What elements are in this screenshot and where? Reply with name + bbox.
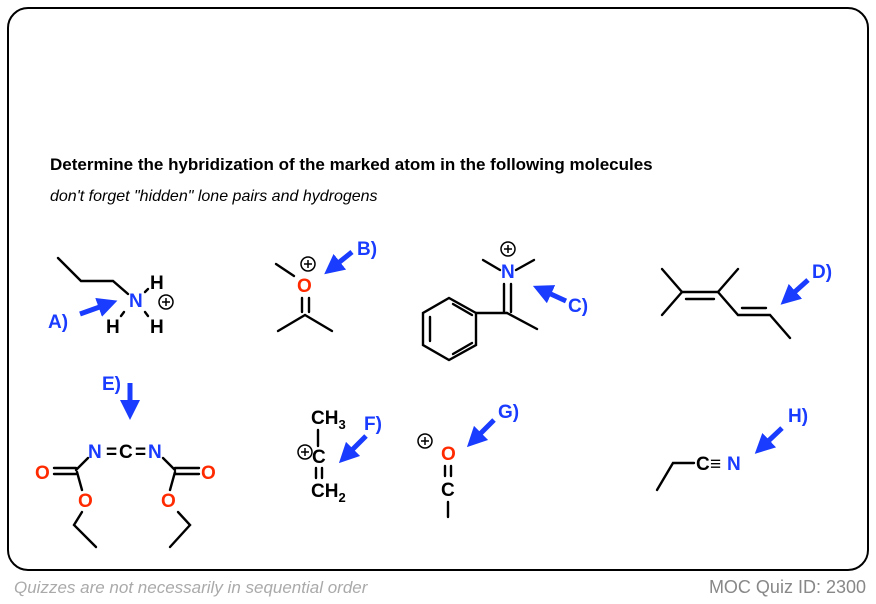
atom-c: C	[312, 447, 326, 468]
atom-h: H	[150, 273, 164, 294]
question-label-h: H)	[788, 406, 808, 427]
arrow-icon	[324, 250, 354, 275]
positive-charge-icon	[158, 294, 174, 310]
atom-n: N	[129, 291, 143, 312]
arrow-icon	[338, 434, 368, 464]
positive-charge-icon	[297, 444, 313, 460]
arrow-icon	[532, 285, 568, 304]
atom-o: O	[297, 276, 312, 297]
atom-o: O	[35, 463, 50, 484]
question-label-d: D)	[812, 262, 832, 283]
question-label-g: G)	[498, 402, 519, 423]
atom-o: O	[161, 491, 176, 512]
arrow-icon	[754, 426, 784, 454]
footer-note: Quizzes are not necessarily in sequentia…	[14, 578, 369, 597]
question-label-b: B)	[357, 239, 377, 260]
bond-double: =	[106, 442, 117, 463]
question-label-f: F)	[364, 414, 382, 435]
arrow-icon	[79, 297, 118, 317]
question-label-e: E)	[102, 374, 121, 395]
quiz-id: MOC Quiz ID: 2300	[709, 577, 866, 597]
molecule-e: E) N = C = N O O O O	[35, 374, 216, 549]
atom-h: H	[150, 317, 164, 338]
molecule-a: N H H H A)	[48, 256, 174, 338]
atom-n: N	[727, 454, 741, 475]
atom-o: O	[441, 444, 456, 465]
positive-charge-icon	[300, 256, 316, 272]
molecule-c: N C)	[421, 241, 588, 362]
quiz-subtitle: don't forget "hidden" lone pairs and hyd…	[50, 188, 378, 205]
atom-o: O	[201, 463, 216, 484]
molecule-g: O C G)	[417, 402, 519, 519]
quiz-title: Determine the hybridization of the marke…	[50, 155, 653, 174]
molecule-h: C ≡ N H)	[655, 406, 808, 492]
atom-c: C	[441, 480, 455, 501]
molecule-d: D)	[660, 262, 832, 340]
molecule-b: O B)	[274, 239, 377, 333]
atom-n: N	[501, 262, 515, 283]
bond-double: =	[135, 442, 146, 463]
molecule-f: CH3 C CH2 F)	[297, 408, 382, 505]
arrow-icon	[780, 278, 810, 305]
quiz-frame	[7, 7, 869, 571]
atom-n: N	[88, 442, 102, 463]
positive-charge-icon	[500, 241, 516, 257]
atom-n: N	[148, 442, 162, 463]
arrow-icon	[466, 418, 496, 448]
atom-c: C	[119, 442, 133, 463]
atom-h: H	[106, 317, 120, 338]
question-label-a: A)	[48, 312, 68, 333]
atom-ch3: CH3	[311, 408, 346, 432]
atom-c: C	[696, 454, 710, 475]
atom-ch2: CH2	[311, 481, 346, 505]
question-label-c: C)	[568, 296, 588, 317]
atom-o: O	[78, 491, 93, 512]
positive-charge-icon	[417, 433, 433, 449]
bond-triple: ≡	[710, 454, 721, 475]
